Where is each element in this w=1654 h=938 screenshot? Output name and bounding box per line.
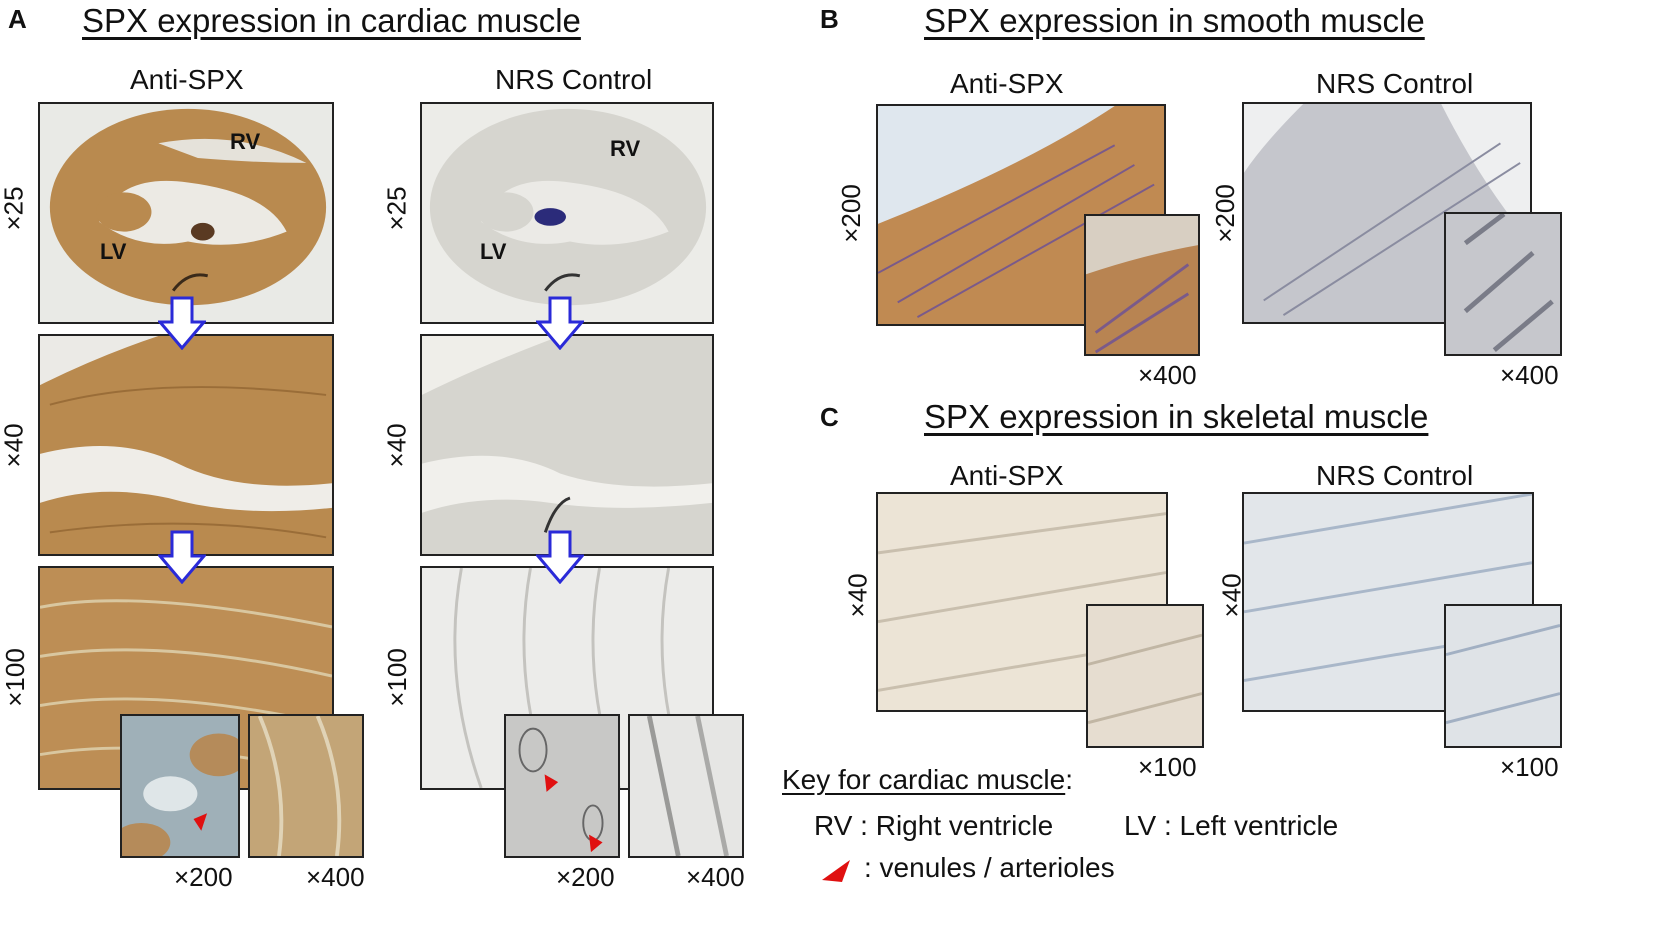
red-arrowhead-icon (822, 860, 850, 882)
down-arrow-icon (158, 296, 206, 350)
mag-label-b-right: ×200 (1209, 184, 1240, 243)
panel-c-title: SPX expression in skeletal muscle (924, 398, 1429, 435)
key-rv: RV : Right ventricle (814, 810, 1054, 841)
inset-c-anti-spx (1086, 604, 1204, 748)
key-lv: LV : Left ventricle (1124, 810, 1339, 841)
inset-b-nrs (1444, 212, 1562, 356)
inset-mag-x200-right: ×200 (556, 862, 615, 892)
micrograph-nrs-x40 (420, 334, 714, 556)
inset-anti-spx-x400 (248, 714, 364, 858)
label-lv-nrs: LV (480, 239, 507, 264)
inset-nrs-x400 (628, 714, 744, 858)
panel-b-col-anti-spx: Anti-SPX (950, 68, 1064, 99)
inset-mag-x200-left: ×200 (174, 862, 233, 892)
inset-mag-b-left: ×400 (1138, 360, 1197, 390)
mag-label-x40-right: ×40 (381, 423, 412, 468)
panel-b-title: SPX expression in smooth muscle (924, 2, 1425, 39)
mag-label-x100-left: ×100 (0, 648, 30, 707)
red-arrowhead-icon (544, 774, 559, 792)
key-title: Key for cardiac muscle (782, 764, 1066, 795)
mag-label-x100-right: ×100 (381, 648, 412, 707)
panel-a-col-nrs-control: NRS Control (495, 64, 653, 95)
panel-b-letter: B (820, 4, 839, 34)
inset-b-anti-spx (1084, 214, 1200, 356)
key-heading: Key for cardiac muscle: (782, 764, 1073, 796)
red-arrowhead-icon (193, 813, 208, 831)
key-arrow-meaning: : venules / arterioles (864, 852, 1115, 883)
inset-anti-spx-x200 (120, 714, 240, 858)
down-arrow-icon (536, 296, 584, 350)
micrograph-anti-spx-x40 (38, 334, 334, 556)
down-arrow-icon (158, 530, 206, 584)
mag-label-b-left: ×200 (835, 184, 866, 243)
panel-c-letter: C (820, 402, 839, 432)
mag-label-c-left: ×40 (842, 573, 873, 618)
micrograph-anti-spx-x25: RV LV (38, 102, 334, 324)
mag-label-x25-right: ×25 (381, 186, 412, 231)
panel-a-letter: A (8, 4, 27, 34)
key-title-colon: : (1065, 764, 1073, 795)
micrograph-nrs-x25: RV LV (420, 102, 714, 324)
panel-c-col-nrs-control: NRS Control (1316, 460, 1474, 491)
label-lv-anti-spx: LV (100, 239, 127, 264)
inset-mag-x400-right: ×400 (686, 862, 745, 892)
inset-nrs-x200 (504, 714, 620, 858)
inset-mag-c-right: ×100 (1500, 752, 1559, 782)
panel-a-col-anti-spx: Anti-SPX (130, 64, 244, 95)
panel-a-title: SPX expression in cardiac muscle (82, 2, 581, 39)
down-arrow-icon (536, 530, 584, 584)
mag-label-x40-left: ×40 (0, 423, 29, 468)
panel-b-col-nrs-control: NRS Control (1316, 68, 1474, 99)
inset-c-nrs (1444, 604, 1562, 748)
inset-mag-x400-left: ×400 (306, 862, 365, 892)
inset-mag-c-left: ×100 (1138, 752, 1197, 782)
label-rv-nrs: RV (610, 136, 641, 161)
mag-label-x25-left: ×25 (0, 186, 29, 231)
label-rv-anti-spx: RV (230, 129, 261, 154)
red-arrowhead-icon (589, 834, 603, 853)
inset-mag-b-right: ×400 (1500, 360, 1559, 390)
panel-c-col-anti-spx: Anti-SPX (950, 460, 1064, 491)
